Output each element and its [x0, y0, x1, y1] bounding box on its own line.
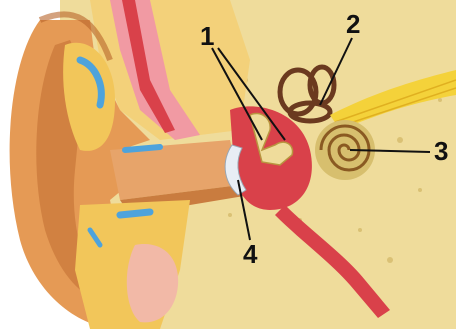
label-3: 3	[434, 136, 448, 166]
cartilage-streak-2	[125, 147, 160, 150]
label-2: 2	[346, 9, 360, 39]
cartilage-streak-3	[120, 212, 150, 215]
label-4: 4	[243, 239, 258, 269]
label-1: 1	[200, 21, 214, 51]
